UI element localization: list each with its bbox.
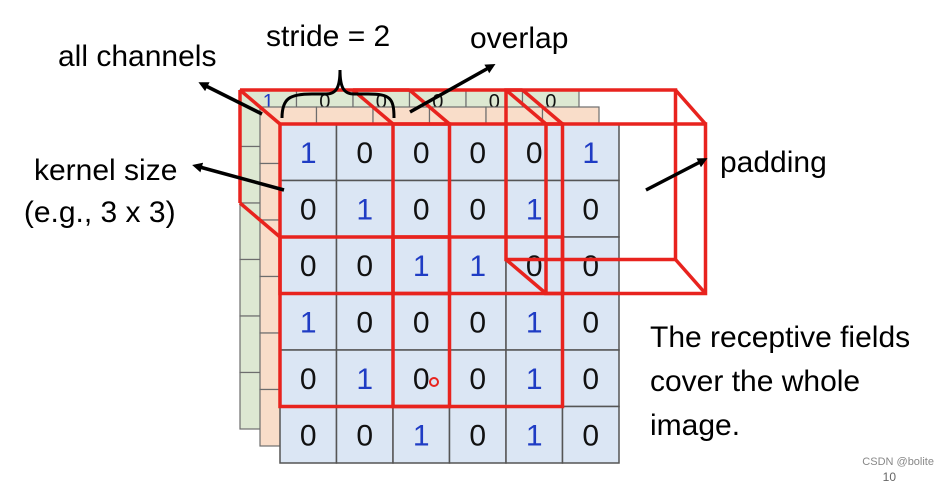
grid-cell-value: 0	[582, 306, 599, 339]
grid-cell-value: 0	[413, 363, 430, 396]
grid-cell-value: 1	[526, 193, 543, 226]
all-channels-arrow-icon	[198, 82, 263, 116]
grid-cell	[335, 349, 394, 408]
padding-field-depth	[504, 258, 548, 295]
grid-cell-value: 0	[300, 250, 317, 283]
grid-cell-value: 1	[356, 193, 373, 226]
grid-cell	[448, 349, 507, 408]
channel-3-top-value: 0	[489, 91, 500, 113]
grid-cell	[561, 349, 620, 408]
channel-3-top-value: 0	[432, 91, 443, 113]
grid-cell	[392, 179, 451, 238]
grid-cell-value: 0	[526, 137, 543, 170]
grid-cell-value: 0	[469, 306, 486, 339]
padding-label: padding	[720, 146, 827, 179]
grid-cell-value: 0	[413, 193, 430, 226]
receptive-field-depth	[408, 88, 451, 126]
grid-cell-value: 0	[356, 419, 373, 452]
grid-cell	[335, 179, 394, 238]
channel-3-top-value: 1	[263, 91, 274, 113]
receptive-field-depth	[238, 88, 282, 126]
grid-cell-value: 1	[300, 306, 317, 339]
grid-cell-value: 1	[582, 137, 599, 170]
caption-line-2: cover the whole	[650, 365, 861, 398]
grid-cell-value: 0	[469, 363, 486, 396]
receptive-field-caption: The receptive fields cover the whole ima…	[650, 316, 910, 448]
grid-cell-value: 0	[356, 250, 373, 283]
grid-cell	[505, 405, 564, 464]
grid-cell-value: 0	[300, 193, 317, 226]
receptive-field-box	[278, 235, 452, 409]
receptive-field-box	[391, 235, 565, 409]
grid-cell	[392, 292, 451, 351]
grid-cell	[561, 123, 620, 182]
grid-cell-value: 0	[469, 193, 486, 226]
grid-cell	[561, 236, 620, 295]
grid-cell-value: 1	[300, 137, 317, 170]
receptive-field-depth	[521, 88, 564, 126]
csdn-watermark: CSDN @bolite	[862, 456, 934, 468]
kernel-size-line2: (e.g., 3 x 3)	[23, 196, 176, 229]
grid-cell-value: 1	[526, 306, 543, 339]
padding-field-depth	[674, 88, 707, 126]
overlap-label: overlap	[470, 22, 569, 55]
grid-cell-value: 0	[356, 306, 373, 339]
grid-cell	[561, 405, 620, 464]
channel-3-top-value: 0	[319, 91, 330, 113]
grid-cell-value: 0	[300, 419, 317, 452]
grid-cell	[505, 292, 564, 351]
kernel-size-line1: kernel size	[34, 154, 178, 187]
receptive-field-depth	[351, 88, 395, 126]
padding-field-depth	[674, 258, 707, 295]
receptive-field-box	[278, 122, 452, 296]
grid-cell	[279, 405, 338, 464]
grid-cell-value: 1	[413, 250, 430, 283]
grid-cell-value: 1	[526, 363, 543, 396]
grid-cell-value: 0	[582, 419, 599, 452]
grid-cell-value: 1	[413, 419, 430, 452]
grid-cell-value: 0	[300, 363, 317, 396]
grid-cell-value: 1	[356, 363, 373, 396]
padding-field-depth	[504, 88, 548, 126]
kernel-size-label: kernel size (e.g., 3 x 3)	[24, 150, 178, 234]
stride-label: stride = 2	[266, 20, 391, 53]
grid-cell	[392, 405, 451, 464]
caption-line-3: image.	[650, 409, 741, 442]
cursor-mark-icon	[429, 377, 439, 387]
grid-cell-value: 0	[413, 137, 430, 170]
caption-line-1: The receptive fields	[650, 321, 911, 354]
grid-cell-value: 1	[469, 250, 486, 283]
padding-arrow-icon	[645, 158, 708, 192]
grid-cell	[279, 349, 338, 408]
kernel-size-arrow-icon	[192, 162, 285, 192]
grid-cell-value: 0	[582, 193, 599, 226]
all-channels-label: all channels	[58, 40, 217, 73]
receptive-field-depth	[238, 201, 282, 239]
grid-cell	[561, 179, 620, 238]
grid-cell	[448, 179, 507, 238]
grid-cell	[279, 123, 338, 182]
channel-3-top-value: 0	[376, 91, 387, 113]
grid-cell-value: 1	[526, 419, 543, 452]
padding-field-front	[544, 122, 708, 296]
grid-cell	[505, 349, 564, 408]
grid-cell-value: 0	[582, 250, 599, 283]
channel-3-top-value: 0	[545, 91, 556, 113]
grid-cell-value: 0	[582, 363, 599, 396]
grid-cell	[392, 349, 451, 408]
grid-cell-value: 0	[469, 137, 486, 170]
grid-cell	[279, 236, 338, 295]
grid-cell-value: 0	[469, 419, 486, 452]
grid-cell	[392, 123, 451, 182]
grid-cell-value: 0	[413, 306, 430, 339]
overlap-arrow-icon	[409, 64, 496, 114]
grid-cell	[561, 292, 620, 351]
grid-cell-value: 0	[356, 137, 373, 170]
receptive-field-box	[391, 122, 565, 296]
stride-brace-icon	[280, 69, 396, 119]
